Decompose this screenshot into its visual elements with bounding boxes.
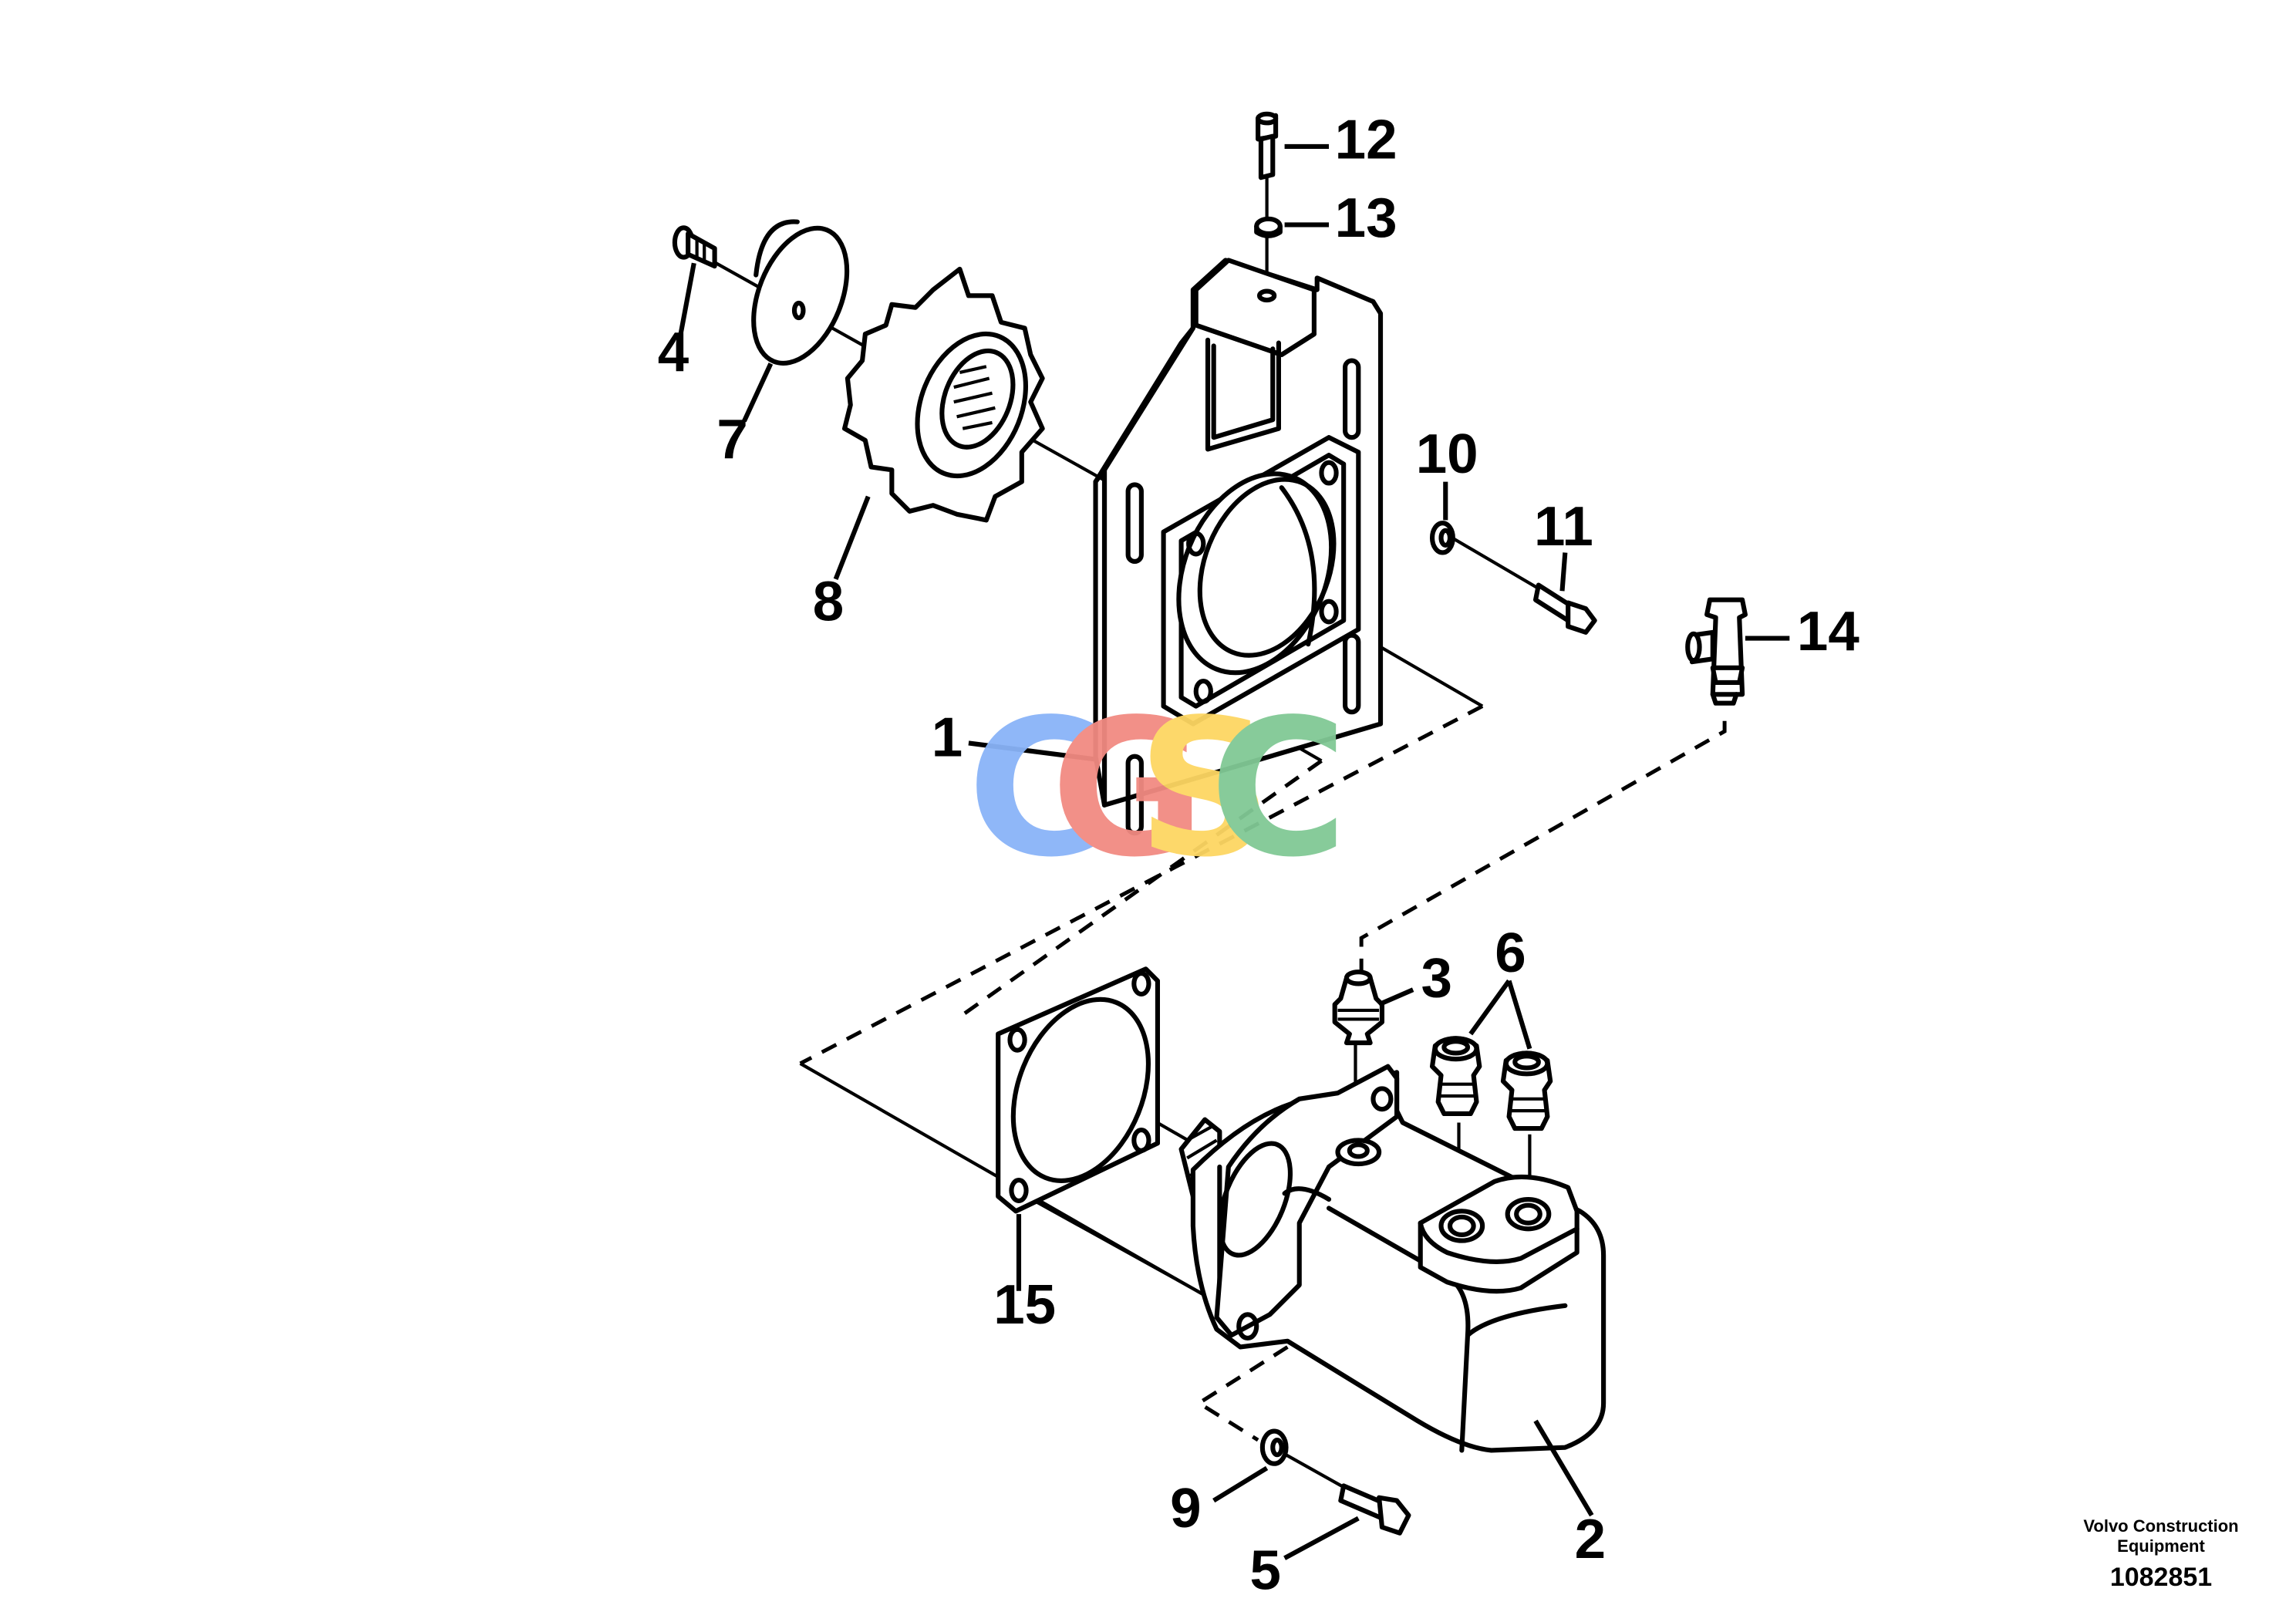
- manufacturer-name: Volvo Construction Equipment: [2083, 1516, 2239, 1556]
- bolt-part-11: [1532, 582, 1597, 635]
- callout-1: 1: [932, 706, 963, 769]
- callout-3: 3: [1421, 947, 1452, 1010]
- dashed-alignment-lines: [799, 704, 1727, 1442]
- bolt-part-5: [1338, 1483, 1411, 1536]
- adapter-part-3: [1332, 969, 1385, 1046]
- watermark-letter-g: G: [1050, 679, 1205, 899]
- callout-2: 2: [1575, 1508, 1606, 1570]
- tee-fitting-part-14: [1685, 597, 1748, 706]
- mounting-bracket: [1093, 258, 1384, 836]
- callout-10: 10: [1416, 423, 1478, 485]
- callout-13: 13: [1335, 187, 1397, 249]
- drawing-number: 1082851: [2109, 1563, 2213, 1592]
- callout-11: 11: [1534, 495, 1593, 558]
- nut-part-13: [1254, 216, 1283, 238]
- callout-4: 4: [658, 321, 689, 383]
- callout-5: 5: [1249, 1539, 1280, 1601]
- title-block: Volvo Construction Equipment 1082851: [2072, 1516, 2250, 1593]
- cgsc-watermark: C G S C: [967, 679, 1348, 899]
- sprocket-part-8: [842, 266, 1045, 523]
- washer-plate-part-7: [751, 219, 850, 366]
- callout-9: 9: [1170, 1477, 1201, 1539]
- watermark-letter-s: S: [1137, 679, 1273, 899]
- callout-12: 12: [1335, 108, 1397, 170]
- gasket-part-15: [996, 966, 1161, 1214]
- callout-7: 7: [716, 408, 747, 470]
- fittings-part-6: [1429, 1036, 1553, 1131]
- washer-part-10: [1429, 521, 1455, 555]
- callout-14: 14: [1797, 600, 1859, 663]
- washer-part-9: [1259, 1428, 1289, 1466]
- watermark-letter-c2: C: [1209, 679, 1348, 899]
- callout-8: 8: [813, 571, 844, 633]
- callout-6: 6: [1495, 922, 1526, 984]
- hydraulic-motor-part-2: [1178, 1064, 1607, 1453]
- callout-leaders: [678, 143, 1790, 1560]
- callout-labels: 1 2 3 4 5 6 7 8 9 10 11 12 13 14 15: [658, 108, 1860, 1601]
- screw-part-4: [672, 225, 717, 269]
- callout-15: 15: [993, 1273, 1056, 1336]
- watermark-letter-c1: C: [967, 679, 1106, 899]
- bolt-part-12: [1256, 111, 1279, 180]
